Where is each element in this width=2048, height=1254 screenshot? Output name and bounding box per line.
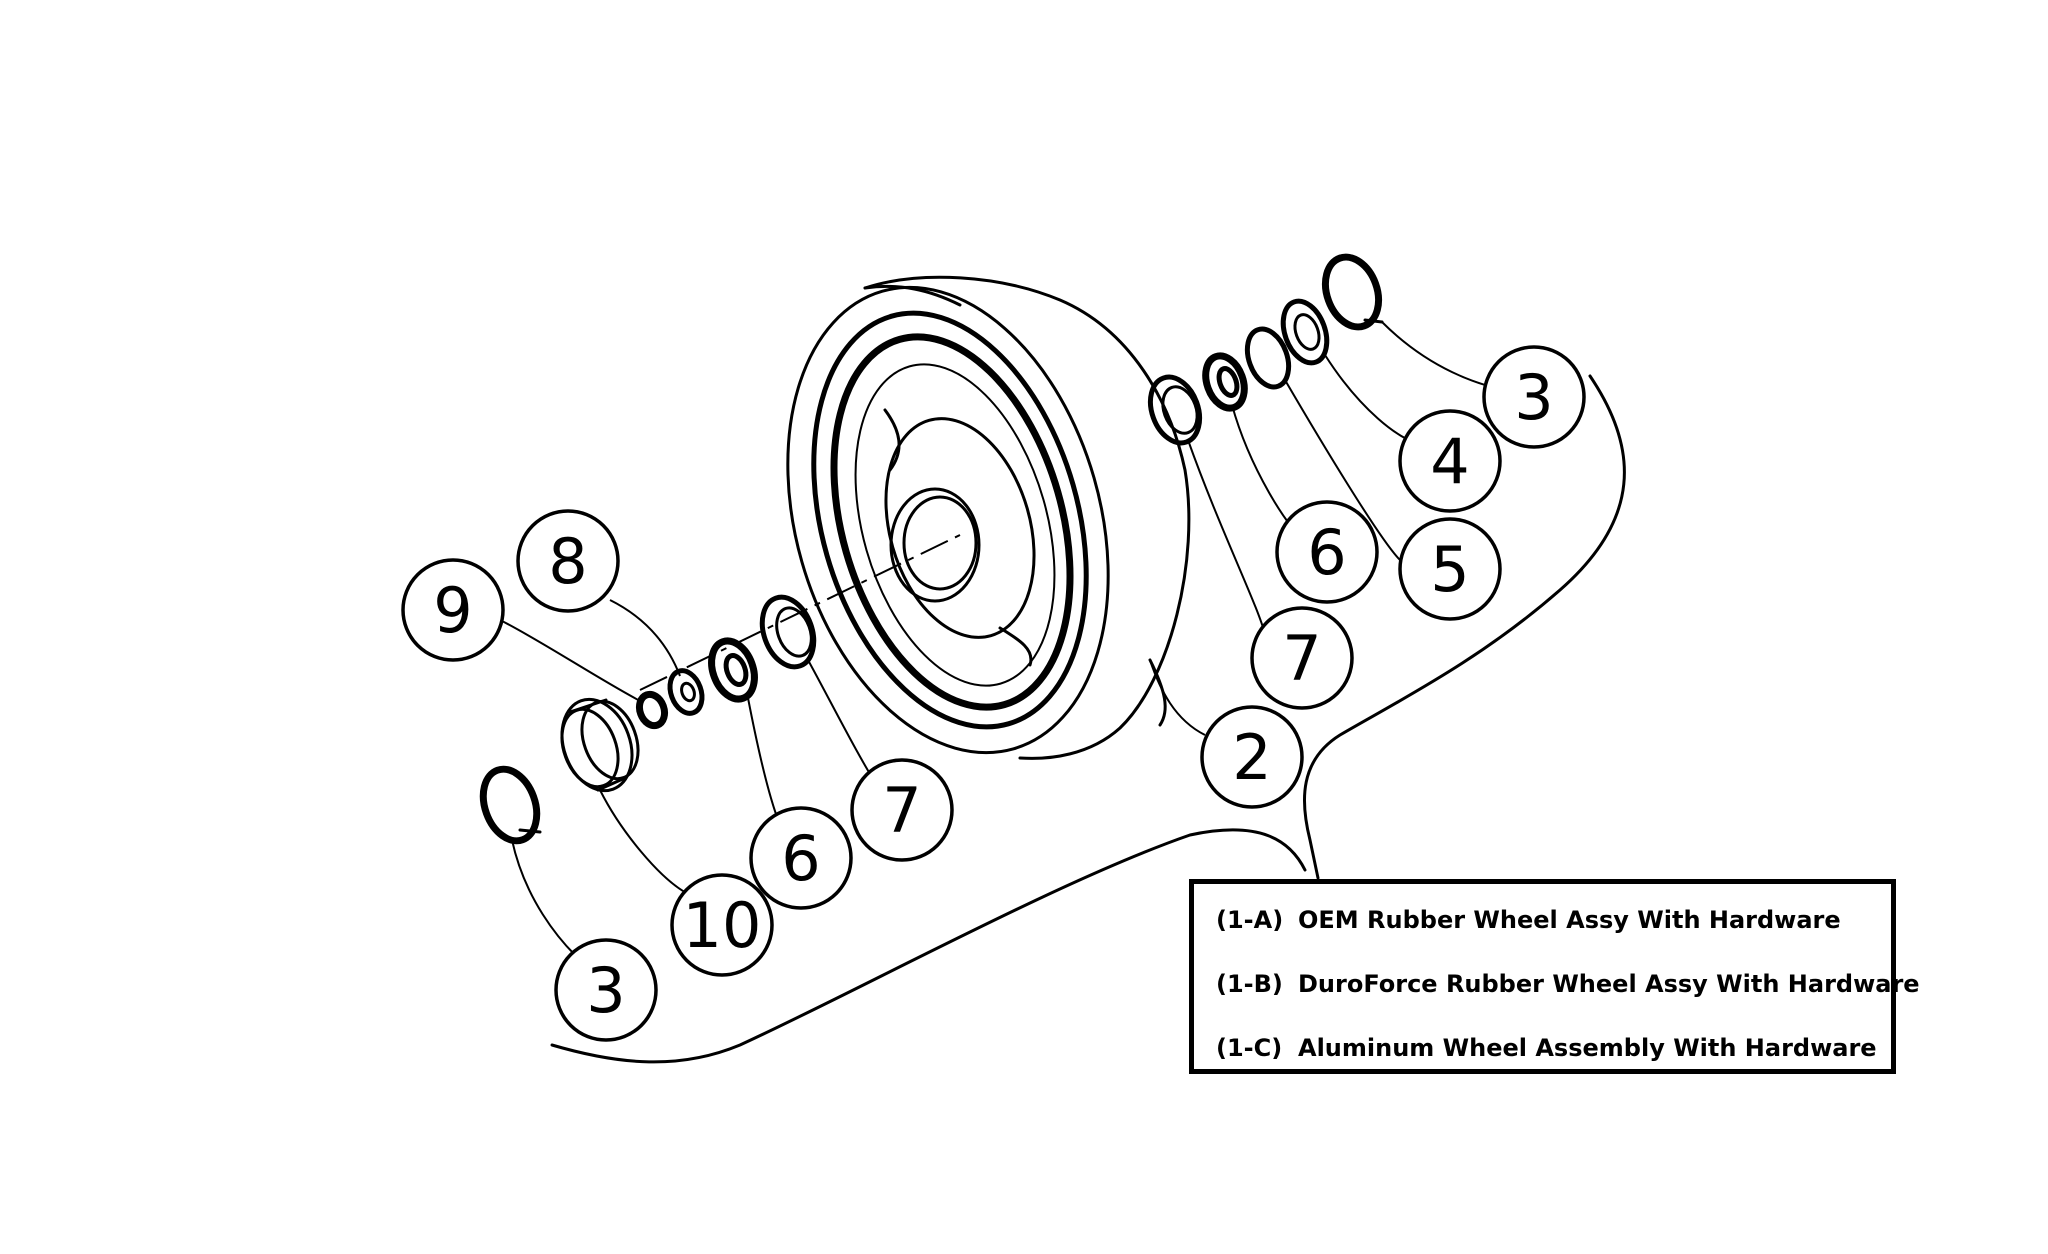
legend-code: (1-C)	[1216, 1034, 1283, 1062]
svg-text:9: 9	[433, 574, 472, 647]
svg-text:7: 7	[1282, 622, 1321, 695]
spacer-right-part-7	[1147, 374, 1203, 446]
legend-text: DuroForce Rubber Wheel Assy With Hardwar…	[1298, 970, 1920, 998]
callout-9: 9	[401, 558, 505, 662]
legend-row-1c: (1-C) Aluminum Wheel Assembly With Hardwa…	[1216, 1034, 1877, 1062]
svg-text:6: 6	[1307, 516, 1346, 589]
callout-5: 5	[1398, 517, 1502, 621]
callout-4: 4	[1398, 409, 1502, 513]
callout-8: 8	[516, 509, 620, 613]
legend-row-1a: (1-A) OEM Rubber Wheel Assy With Hardware	[1216, 906, 1841, 934]
seal-right-part-4	[1280, 298, 1330, 366]
svg-text:5: 5	[1430, 533, 1469, 606]
svg-text:4: 4	[1430, 425, 1469, 498]
snap-ring-left	[479, 765, 542, 845]
bearing-left-part-6	[708, 637, 758, 703]
legend-text: Aluminum Wheel Assembly With Hardware	[1298, 1034, 1877, 1062]
legend-text: OEM Rubber Wheel Assy With Hardware	[1298, 906, 1841, 934]
parts-legend: (1-A) OEM Rubber Wheel Assy With Hardware…	[1189, 879, 1920, 1074]
svg-text:7: 7	[882, 774, 921, 847]
legend-code: (1-B)	[1216, 970, 1283, 998]
leader-lines	[499, 321, 1506, 956]
svg-text:3: 3	[1514, 361, 1553, 434]
legend-code: (1-A)	[1216, 906, 1284, 934]
callout-3-left: 3	[554, 938, 658, 1042]
legend-row-1b: (1-B) DuroForce Rubber Wheel Assy With Ha…	[1216, 970, 1920, 998]
hub-cap-part-10	[560, 697, 640, 793]
callout-10: 10	[670, 873, 774, 977]
svg-text:6: 6	[781, 822, 820, 895]
callout-6-left: 6	[749, 806, 853, 910]
nut-left-part-9	[635, 690, 669, 730]
wheel-part-2	[786, 275, 1191, 760]
callout-6-right: 6	[1275, 500, 1379, 604]
svg-text:3: 3	[586, 954, 625, 1027]
callout-2: 2	[1200, 705, 1304, 809]
callout-7-right: 7	[1250, 606, 1354, 710]
washer-left-part-8	[667, 668, 705, 716]
svg-text:8: 8	[548, 525, 587, 598]
callout-7-left: 7	[850, 758, 954, 862]
frame-outline	[550, 374, 1626, 1064]
svg-text:10: 10	[683, 889, 762, 962]
callout-3-right: 3	[1482, 345, 1586, 449]
svg-text:2: 2	[1232, 721, 1271, 794]
washer-right-part-5	[1244, 326, 1292, 390]
bearing-right-part-6	[1202, 352, 1248, 412]
snap-ring-right	[1321, 253, 1384, 331]
spacer-left-part-7	[759, 594, 817, 670]
